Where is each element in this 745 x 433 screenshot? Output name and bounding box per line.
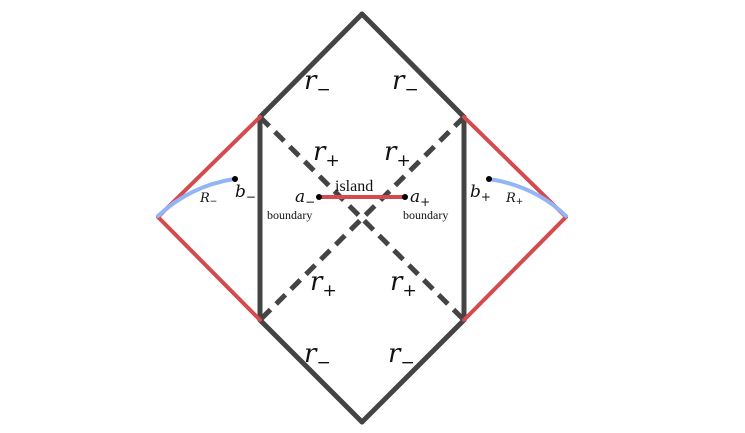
label-r-mid-lower-left: r+: [310, 267, 337, 301]
label-R-plus: R+: [505, 191, 523, 207]
outer-diamond: [257, 11, 467, 425]
label-a-plus: a+: [410, 187, 430, 209]
label-r-mid-upper-right: r+: [384, 137, 411, 171]
label-r-top-right: r−: [392, 66, 419, 100]
blue-curve-left: [156, 177, 236, 218]
blue-curve-right: [487, 177, 568, 218]
label-r-mid-lower-right: r+: [390, 267, 417, 301]
edge-bottom-right: [359, 317, 467, 425]
label-b-plus: b+: [470, 182, 491, 204]
point-b-minus: [232, 176, 238, 182]
edge-top-right: [359, 11, 467, 120]
point-a-minus: [316, 194, 322, 200]
right-red-wedge: [462, 115, 568, 322]
label-r-mid-upper-left: r+: [313, 137, 340, 171]
label-boundary-left: boundary: [267, 208, 312, 222]
label-a-minus: a−: [295, 187, 315, 209]
left-red-wedge: [156, 115, 262, 322]
point-b-plus: [486, 176, 492, 182]
horizon-diagonal-ascending: [258, 115, 466, 322]
horizon-diagonal-descending: [258, 115, 466, 322]
label-boundary-right: boundary: [403, 208, 448, 222]
label-r-bottom-right: r−: [388, 339, 415, 373]
label-r-top-left: r−: [304, 66, 331, 100]
point-a-plus: [402, 194, 408, 200]
label-R-minus: R−: [199, 191, 217, 207]
label-r-bottom-left: r−: [304, 339, 331, 373]
edge-top-left: [257, 11, 365, 120]
label-island: island: [335, 178, 373, 195]
edge-bottom-left: [257, 317, 365, 425]
label-b-minus: b−: [235, 182, 256, 204]
